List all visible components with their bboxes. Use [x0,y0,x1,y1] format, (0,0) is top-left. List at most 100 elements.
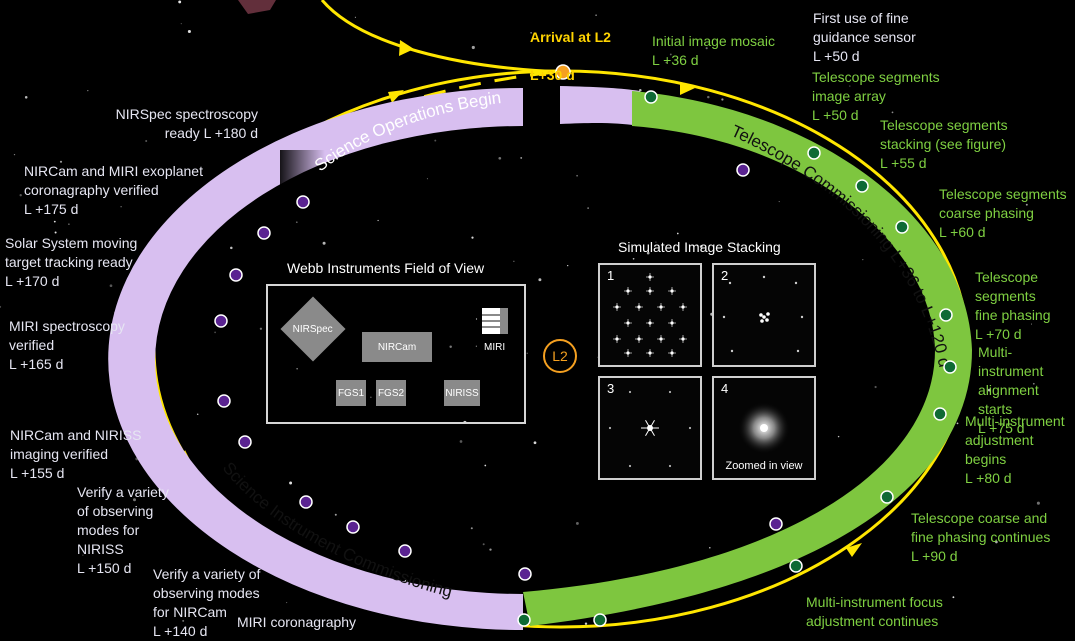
tile-1-image [613,273,687,357]
milestone-segments-stacking: Telescope segments stacking (see figure)… [880,117,1008,171]
milestone-dot [238,435,252,449]
star [665,62,667,64]
star [721,98,724,101]
speckle [628,390,632,394]
star [837,435,840,438]
star [987,388,991,392]
star [952,596,955,599]
milestone-instrument-adjustment: Multi-instrument adjustment begins L +80… [965,413,1065,486]
star [538,278,542,282]
commissioning-band [523,91,972,626]
milestone-dot [346,520,360,534]
trajectory-arrow-icon [399,40,414,56]
speckle [648,289,652,293]
star [370,396,372,398]
speckle [722,315,726,319]
milestone-initial-mosaic: Initial image mosaic L +36 d [652,33,775,68]
instruments-panel-title: Webb Instruments Field of View [287,260,485,276]
star [587,207,589,209]
tile-2-image [722,275,804,353]
star [489,548,492,551]
star [145,140,148,142]
star [59,160,63,163]
star [584,622,588,625]
milestone-niriss-modes: Verify a variety of observing modes for … [77,484,169,576]
milestone-dot [880,490,894,504]
speckle [670,351,674,355]
milestone-fine-phasing: Telescope segments fine phasing L +70 d [975,269,1051,342]
tile-3-image [608,390,692,468]
milestone-nirspec-spectroscopy: NIRSpec spectroscopy ready L +180 d [115,106,258,141]
arrival-label: Arrival at L2 L+30 d [530,9,611,104]
speckle [681,337,685,341]
speckle [637,337,641,341]
star [655,241,657,243]
star [354,16,356,18]
star [133,498,136,502]
star [530,31,532,34]
speckle [648,351,652,355]
speckle [800,315,804,319]
star [196,413,199,416]
star [699,245,703,248]
speckle [615,337,619,341]
milestone-dot [769,517,783,531]
star [19,194,22,197]
speckle [762,315,766,319]
star [54,231,57,234]
star [891,111,894,114]
star [334,513,337,516]
speckle [668,464,672,468]
star [849,85,851,87]
speckle [796,349,800,353]
speckle [765,318,769,322]
speckle [730,349,734,353]
star [482,543,485,546]
milestone-coarse-phasing: Telescope segments coarse phasing L +60 … [939,186,1067,240]
zoom-caption: Zoomed in view [725,460,803,472]
star [862,259,864,261]
milestone-dot [229,268,243,282]
star [24,96,28,99]
science-milestone-dots [214,163,783,581]
star [470,527,473,530]
star [214,331,216,334]
speckle [637,305,641,309]
tile-4-image [738,402,790,454]
tile-number: 4 [721,381,729,396]
tile-number: 3 [607,381,615,396]
star [874,385,877,389]
niriss-detector: NIRISS [444,380,480,406]
milestone-dot [644,90,658,104]
nircam-label: NIRCam [377,341,417,353]
star [471,45,475,50]
star [182,619,185,622]
star [289,481,293,485]
milestone-dot [593,613,607,627]
star [1025,203,1028,206]
stacking-tile-2: 2 [712,263,816,367]
star [459,440,463,443]
science-band [108,88,524,630]
star [1030,323,1033,325]
star [178,0,182,4]
nircam-detector: NIRCam [362,332,432,362]
milestone-dot [939,308,953,322]
stacking-tile-4: 4 Zoomed in view [712,376,816,480]
tile-number: 2 [721,268,729,283]
star [995,540,998,544]
milestone-dot [257,226,271,240]
star [471,236,474,239]
star [426,178,428,180]
milestone-dot [943,360,957,374]
speckle [648,275,652,279]
speckle [681,305,685,309]
star [295,221,298,224]
star [954,216,956,218]
star [705,47,708,50]
speckle [759,313,763,317]
star [434,139,437,142]
telescope-milestone-dots [517,90,957,627]
star [68,223,70,225]
star [1036,501,1040,505]
